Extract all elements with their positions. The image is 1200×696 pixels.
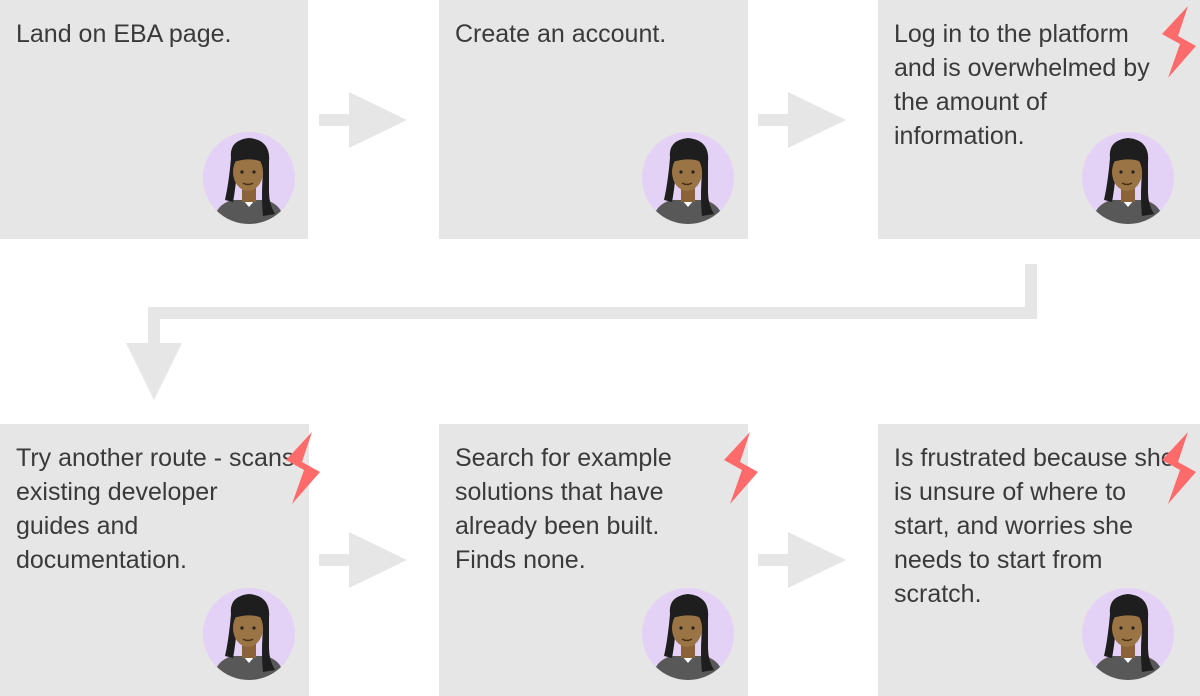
arrow-right-icon — [758, 90, 848, 150]
step-text: Try another route - scans existing devel… — [16, 444, 295, 574]
persona-avatar-icon — [1082, 588, 1174, 680]
step-text: Is frustrated because she is unsure of w… — [894, 444, 1175, 608]
step-text: Land on EBA page. — [16, 20, 232, 48]
step-card-4: Try another route - scans existing devel… — [0, 424, 309, 696]
step-card-5: Search for example solutions that have a… — [439, 424, 748, 696]
lightning-bolt-icon — [720, 432, 762, 506]
persona-avatar-icon — [642, 132, 734, 224]
step-text: Create an account. — [455, 20, 667, 48]
arrow-right-icon — [758, 530, 848, 590]
persona-avatar-icon — [1082, 132, 1174, 224]
lightning-bolt-icon — [1158, 6, 1200, 80]
step-card-6: Is frustrated because she is unsure of w… — [878, 424, 1200, 696]
lightning-bolt-icon — [1158, 432, 1200, 506]
step-card-2: Create an account. — [439, 0, 748, 239]
step-text: Log in to the platform and is overwhelme… — [894, 20, 1150, 150]
lightning-bolt-icon — [282, 432, 324, 506]
arrow-right-icon — [319, 90, 409, 150]
persona-avatar-icon — [642, 588, 734, 680]
step-card-1: Land on EBA page. — [0, 0, 308, 239]
step-card-3: Log in to the platform and is overwhelme… — [878, 0, 1200, 239]
persona-avatar-icon — [203, 588, 295, 680]
step-text: Search for example solutions that have a… — [455, 444, 672, 574]
arrow-right-icon — [319, 530, 409, 590]
persona-avatar-icon — [203, 132, 295, 224]
